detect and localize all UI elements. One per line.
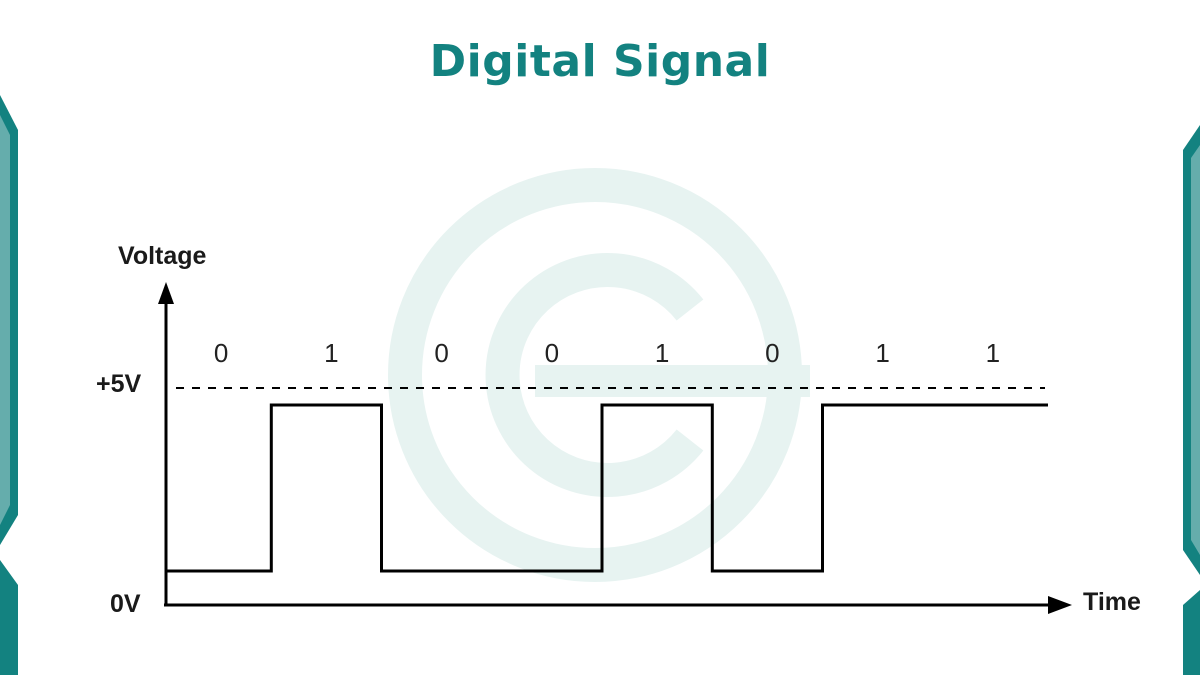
signal-waveform [166, 403, 1048, 573]
y-axis [158, 282, 174, 605]
x-axis-arrow-icon [1048, 596, 1072, 614]
watermark-logo [388, 168, 810, 582]
right-decor-panel [1183, 125, 1200, 675]
bit-label: 0 [765, 338, 779, 368]
x-axis-label: Time [1083, 588, 1141, 616]
bit-label: 1 [986, 338, 1000, 368]
bit-label: 1 [875, 338, 889, 368]
bit-label: 0 [434, 338, 448, 368]
bit-label: 1 [655, 338, 669, 368]
y-axis-label: Voltage [118, 242, 207, 270]
low-level-label: 0V [110, 590, 141, 618]
bit-labels: 0 1 0 0 1 0 1 1 [214, 338, 1000, 368]
left-decor-panel [0, 95, 18, 675]
high-level-label: +5V [96, 370, 142, 398]
bit-label: 0 [545, 338, 559, 368]
bit-label: 1 [324, 338, 338, 368]
x-axis [164, 596, 1072, 614]
y-axis-arrow-icon [158, 282, 174, 304]
bit-label: 0 [214, 338, 228, 368]
page-title: Digital Signal [429, 36, 771, 87]
